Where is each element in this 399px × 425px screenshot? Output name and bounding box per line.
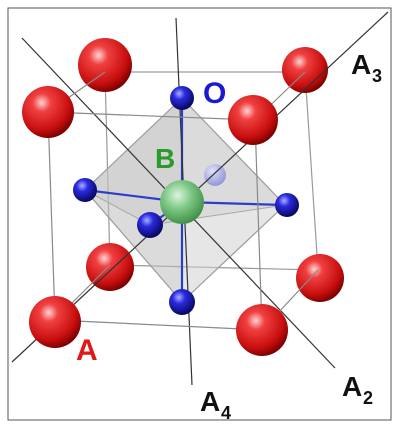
- o-atom-top: [170, 86, 194, 110]
- a-atom-front-bottom-right: [236, 304, 288, 356]
- label-axis-a4: A 4: [200, 386, 231, 423]
- svg-text:A: A: [200, 386, 220, 417]
- o-atom-left: [73, 178, 97, 202]
- label-axis-a2: A 2: [342, 371, 373, 408]
- o-atom-bottom: [169, 289, 195, 315]
- svg-text:2: 2: [363, 388, 373, 408]
- svg-text:4: 4: [221, 403, 231, 423]
- svg-text:A: A: [351, 49, 371, 80]
- label-oxygen: O: [203, 77, 226, 110]
- octahedron: [84, 97, 286, 303]
- a-atom-back-top-left: [78, 38, 132, 92]
- a-atom-back-bottom-right: [296, 254, 344, 302]
- label-b-site: B: [155, 143, 175, 174]
- b-atom: [160, 180, 204, 224]
- svg-text:A: A: [342, 371, 362, 402]
- label-axis-a3: A 3: [351, 49, 382, 86]
- o-atom-right: [275, 193, 299, 217]
- a-atom-front-bottom-left: [29, 296, 81, 348]
- a-atom-back-top-right: [282, 47, 328, 93]
- a-atom-front-top-left: [22, 86, 74, 138]
- svg-text:3: 3: [372, 66, 382, 86]
- o-atom-back-faint: [204, 164, 226, 186]
- a-atom-front-top-right: [228, 95, 278, 145]
- label-a-site: A: [76, 334, 98, 367]
- o-atom-front: [137, 212, 163, 238]
- axis-a3-line: [11, 11, 389, 363]
- image-frame: [7, 7, 392, 421]
- a-atom-back-bottom-left: [86, 243, 134, 291]
